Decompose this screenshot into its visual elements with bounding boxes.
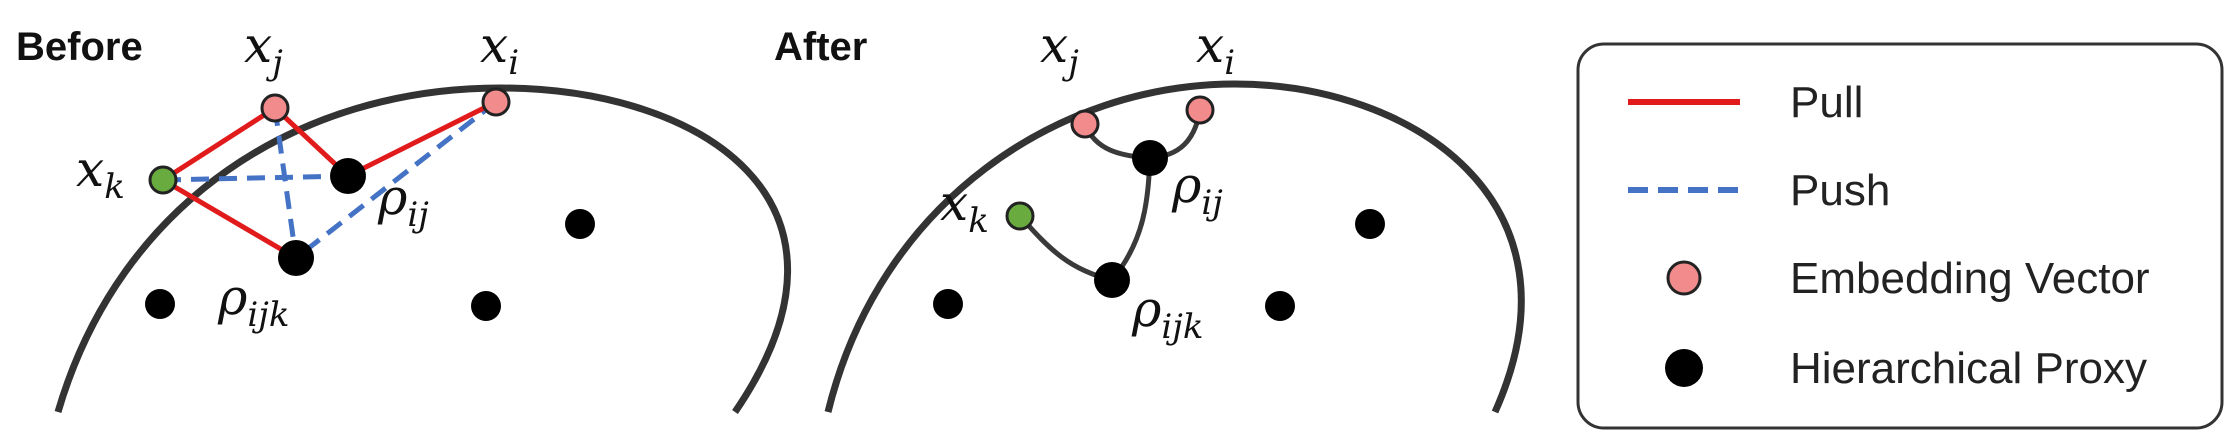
after-link-rhoij-rhoijk [1110, 157, 1153, 282]
before-proxy-dot [145, 289, 175, 319]
before-label-rho-ij: ρij [377, 168, 429, 235]
legend-item-pull: Pull [1628, 78, 1863, 127]
before-title: Before [16, 25, 143, 69]
before-proxy-dot [471, 291, 501, 321]
before-proxy-rho-ij [330, 158, 366, 194]
before-panel: Before xj xi xk ρij ρijk [16, 16, 791, 414]
legend-box [1576, 42, 2224, 430]
before-label-xi: xi [480, 16, 519, 83]
before-proxy-dot [565, 209, 595, 239]
legend-label-embedding: Embedding Vector [1790, 254, 2150, 303]
after-proxy-rho-ijk [1094, 262, 1130, 298]
after-label-rho-ijk: ρijk [1131, 280, 1203, 347]
proxy-dot-swatch [1665, 349, 1703, 387]
legend-label-push: Push [1790, 166, 1890, 215]
after-proxy-rho-ij [1132, 140, 1168, 176]
before-label-xj: xj [244, 16, 283, 83]
legend: Pull Push Embedding Vector Hierarchical … [1576, 42, 2224, 430]
after-label-xj: xj [1040, 16, 1079, 83]
after-label-xi: xi [1196, 16, 1235, 83]
before-label-rho-ijk: ρijk [217, 268, 289, 335]
after-panel: After xj xi xk ρij ρijk [774, 16, 1525, 414]
before-push-xk-rhoij [162, 173, 349, 183]
before-embedding-xi [481, 87, 511, 117]
after-proxy-dot [1265, 291, 1295, 321]
after-embedding-xk [1005, 201, 1035, 231]
before-pull-xi-rhoij [346, 99, 498, 179]
after-boundary-arc [824, 80, 1525, 414]
before-boundary-arc [54, 84, 791, 414]
embedding-dot-swatch [1666, 260, 1702, 296]
legend-label-proxy: Hierarchical Proxy [1790, 344, 2147, 393]
before-pull-xk-rhoijk [161, 177, 298, 261]
after-proxy-dot [1355, 209, 1385, 239]
before-embedding-xj [260, 93, 290, 123]
after-label-rho-ij: ρij [1171, 156, 1223, 223]
after-embedding-xj [1070, 109, 1100, 139]
before-pull-xk-xj [161, 105, 277, 183]
legend-item-proxy: Hierarchical Proxy [1665, 344, 2147, 393]
after-embedding-xi [1185, 95, 1215, 125]
legend-item-embedding: Embedding Vector [1666, 254, 2150, 303]
before-label-xk: xk [76, 140, 125, 207]
before-embedding-xk [148, 165, 178, 195]
before-push-xi-rhoijk [294, 100, 498, 260]
after-proxy-dot [933, 289, 963, 319]
before-push-xj-rhoijk [272, 107, 299, 259]
after-label-xk: xk [940, 174, 989, 241]
before-proxy-rho-ijk [278, 240, 314, 276]
after-title: After [774, 25, 867, 69]
legend-label-pull: Pull [1790, 78, 1863, 127]
legend-item-push: Push [1628, 166, 1890, 215]
